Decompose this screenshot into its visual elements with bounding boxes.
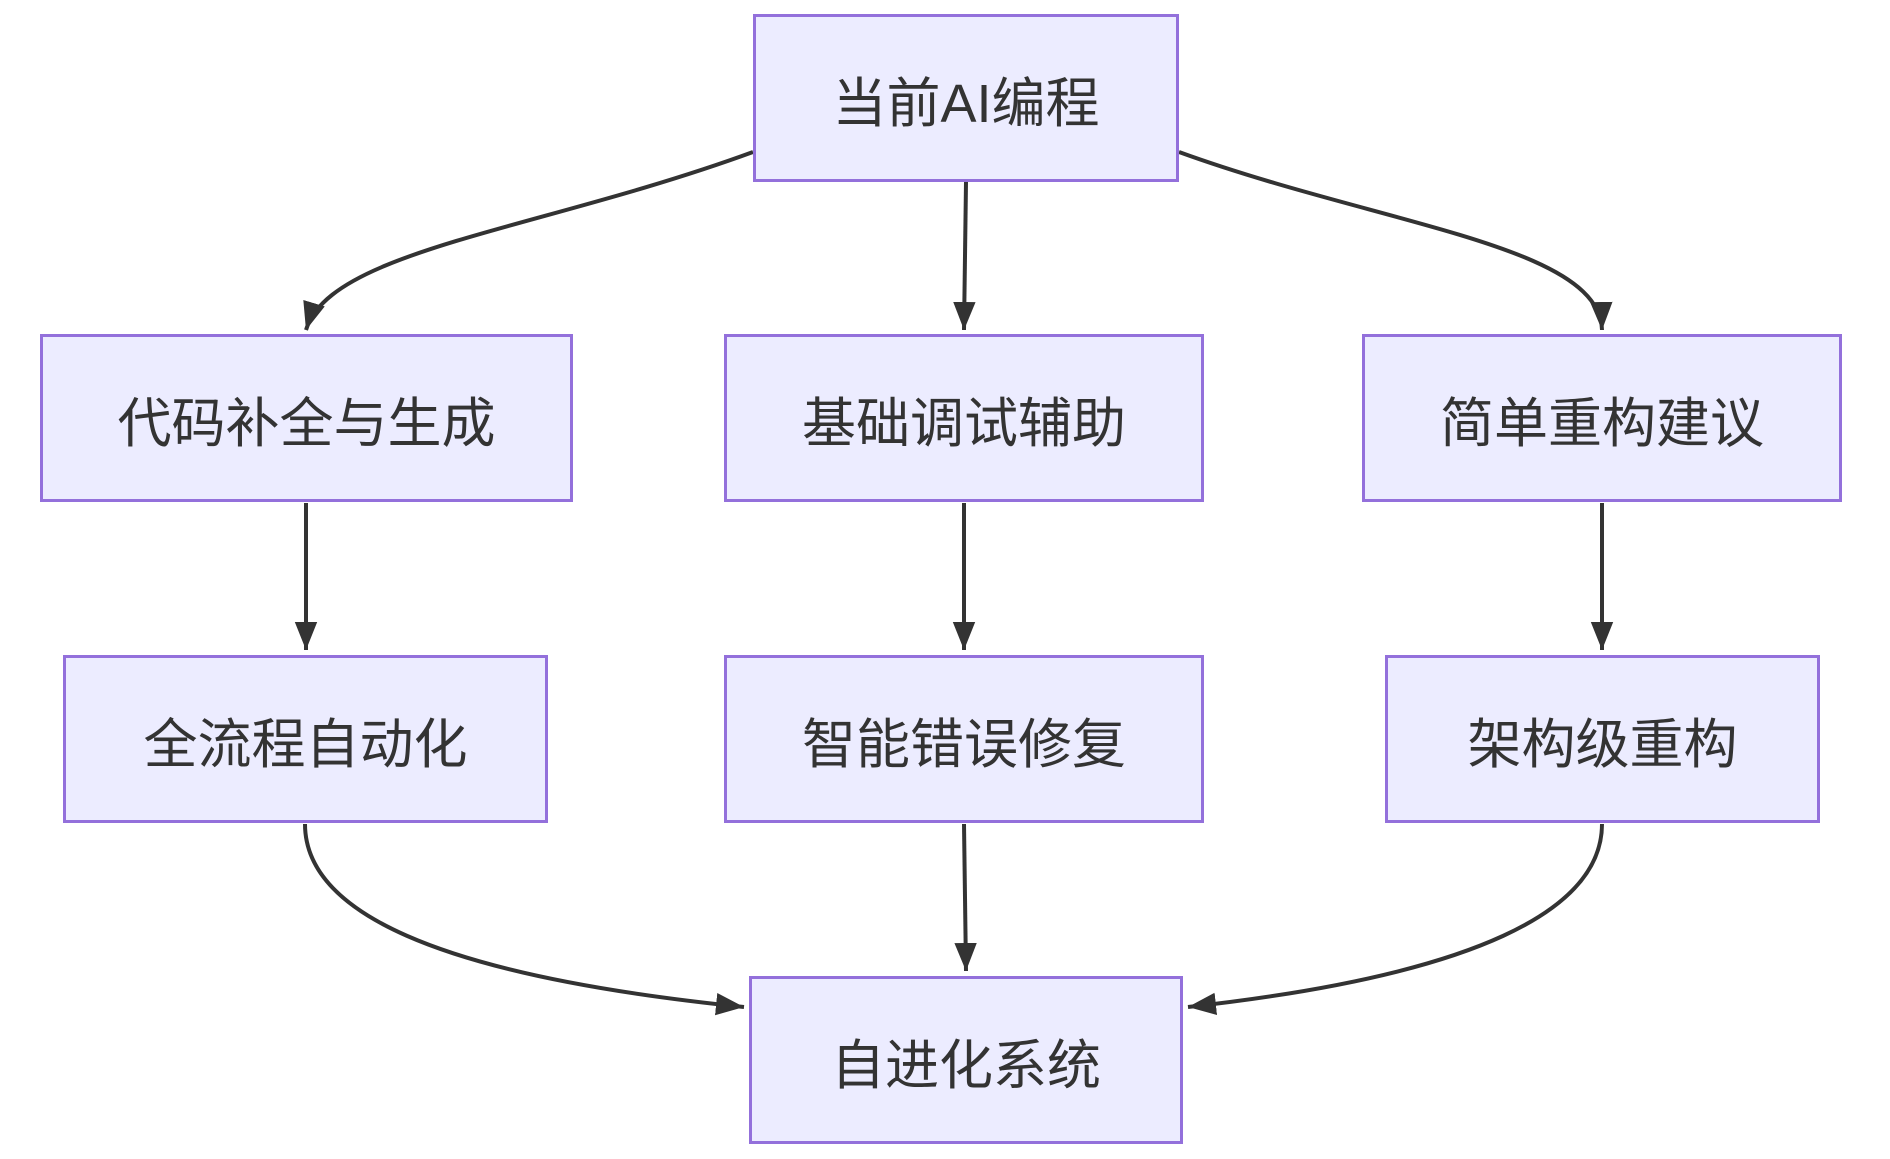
edge-full-workflow-automation-to-self-evolving-system <box>303 823 745 1016</box>
node-current-ai-programming: 当前AI编程 <box>753 14 1179 182</box>
node-basic-debugging-assistance: 基础调试辅助 <box>724 334 1204 502</box>
node-full-workflow-automation: 全流程自动化 <box>63 655 548 823</box>
edge-architecture-refactoring-to-self-evolving-system <box>1187 823 1604 1016</box>
node-simple-refactoring-suggestions: 简单重构建议 <box>1362 334 1842 502</box>
edge-current-ai-programming-to-code-completion <box>303 150 754 331</box>
edge-current-ai-programming-to-simple-refactoring <box>1178 150 1613 331</box>
node-intelligent-error-fixing: 智能错误修复 <box>724 655 1204 823</box>
node-self-evolving-system: 自进化系统 <box>749 976 1183 1144</box>
node-code-completion-and-generation: 代码补全与生成 <box>40 334 573 502</box>
node-architecture-level-refactoring: 架构级重构 <box>1385 655 1820 823</box>
edge-intelligent-error-fixing-to-self-evolving-system <box>954 823 977 972</box>
edge-current-ai-programming-to-basic-debugging <box>953 181 976 331</box>
